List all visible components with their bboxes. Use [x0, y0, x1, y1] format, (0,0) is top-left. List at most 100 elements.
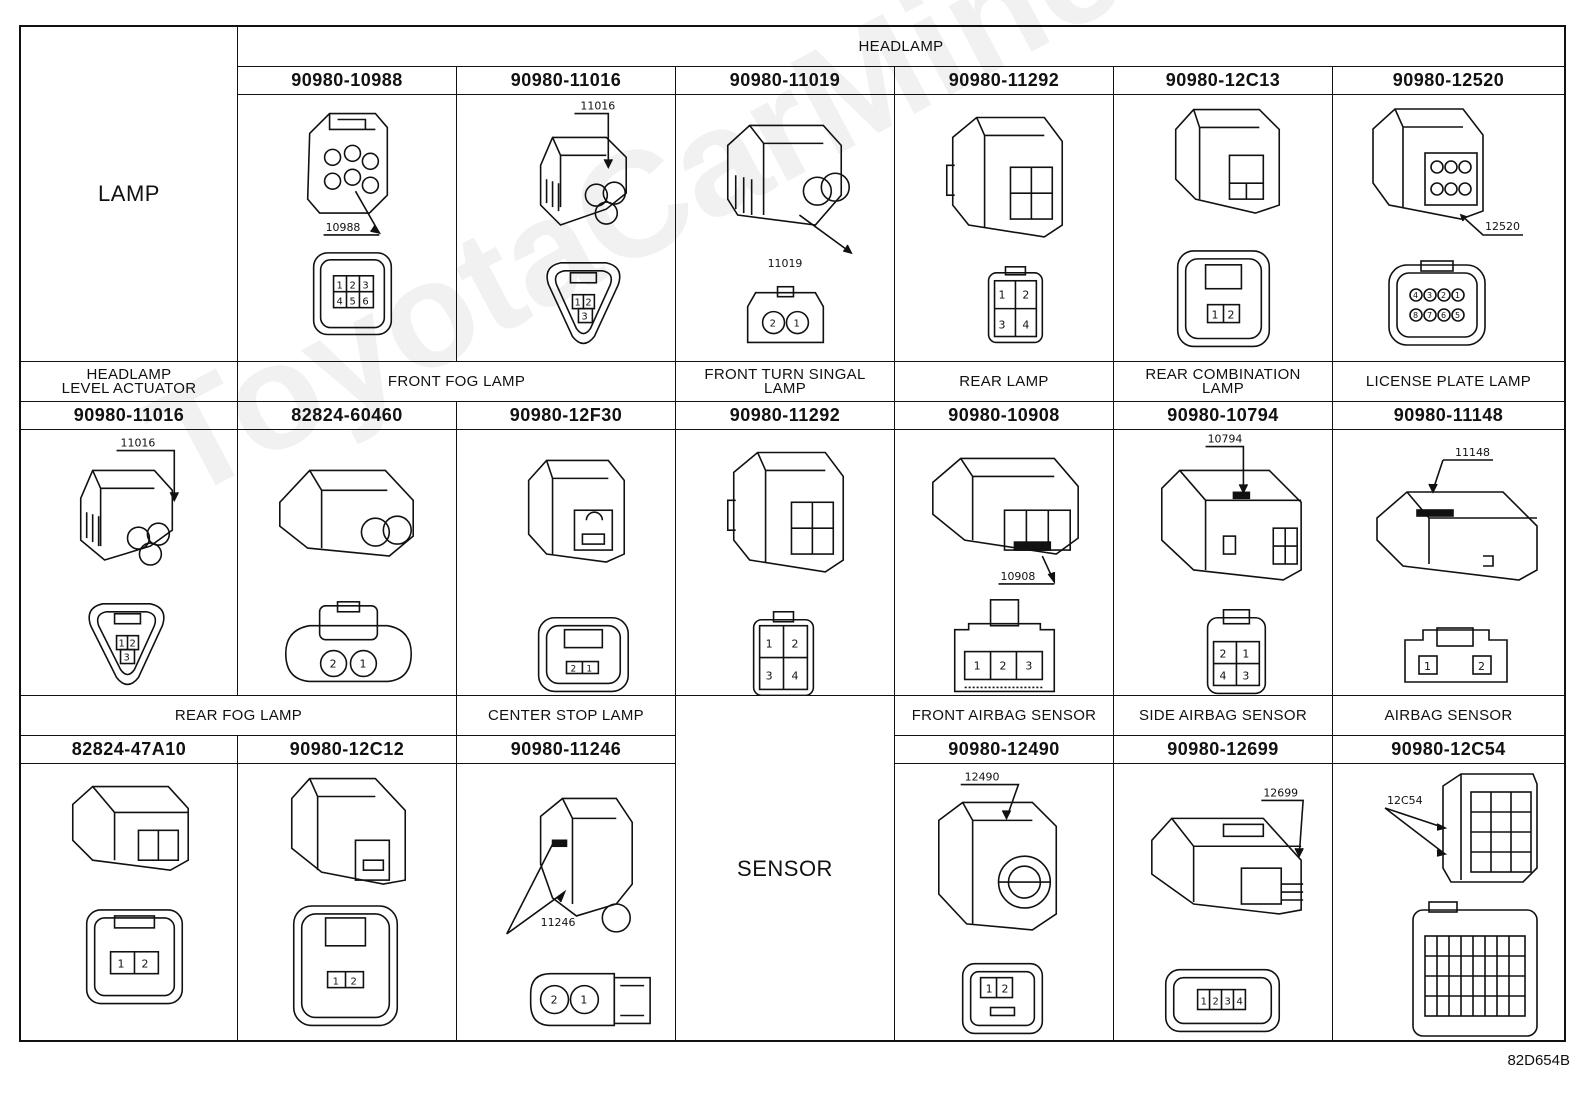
callout-label: 11148: [1455, 446, 1490, 459]
connector-diagram: 11148 1 2: [1333, 430, 1564, 696]
svg-text:2: 2: [1441, 291, 1446, 300]
connector-diagram: 12C54: [1333, 764, 1564, 1042]
part-number: 82824-47A10: [21, 736, 238, 764]
connector-diagram: 11019 2 1: [676, 95, 895, 362]
connector-diagram: 10908 1 2 3: [895, 430, 1114, 696]
pin-face-icon: [546, 262, 621, 345]
connector-housing-icon: [951, 116, 1064, 238]
connector-housing-icon: [932, 457, 1079, 555]
connector-housing-icon: [79, 469, 174, 561]
pin-face-icon: [85, 909, 184, 1005]
callout-label: 11019: [768, 257, 803, 270]
svg-text:4: 4: [791, 669, 798, 682]
part-number: 90980-12520: [1333, 67, 1564, 95]
part-number: 90980-12490: [895, 736, 1114, 764]
svg-text:4: 4: [1022, 319, 1029, 332]
svg-text:1: 1: [1212, 309, 1219, 322]
pin-face-icon: [746, 291, 825, 344]
lamp-section-label: LAMP: [21, 27, 238, 362]
callout-label: 10988: [326, 221, 361, 234]
diagram-reference-code: 82D654B: [1507, 1052, 1570, 1069]
connector-diagram: 1 2 3 4: [895, 95, 1114, 362]
callout-label: 12699: [1263, 786, 1298, 799]
svg-text:2: 2: [585, 298, 591, 309]
pin-face-icon: [1388, 264, 1486, 346]
front-turn-signal-lamp-header: FRONT TURN SINGAL LAMP: [676, 362, 895, 402]
svg-text:2: 2: [129, 639, 135, 650]
connector-housing-icon: [1442, 773, 1538, 883]
svg-text:1: 1: [766, 638, 773, 651]
svg-text:2: 2: [1220, 648, 1227, 661]
svg-text:4: 4: [1413, 291, 1418, 300]
connector-diagram: 10794 2 1 4 3: [1114, 430, 1333, 696]
svg-text:6: 6: [362, 297, 368, 308]
connector-diagram: 12520 4 3 2 1 8 7 6 5: [1333, 95, 1564, 362]
part-number: 90980-10794: [1114, 402, 1333, 430]
pin-face-icon: [88, 603, 165, 686]
svg-text:1: 1: [999, 289, 1006, 302]
callout-label: 11246: [541, 916, 576, 929]
svg-text:1: 1: [1242, 648, 1249, 661]
headlamp-level-actuator-header: HEADLAMP LEVEL ACTUATOR: [21, 362, 238, 402]
connector-housing-icon: [71, 785, 190, 871]
connector-chart: LAMP HEADLAMP 90980-10988 90980-11016 90…: [19, 25, 1566, 1042]
rear-lamp-header: REAR LAMP: [895, 362, 1114, 402]
connector-diagram: 11016 1 2 3: [21, 430, 238, 696]
svg-text:1: 1: [1455, 291, 1460, 300]
svg-text:1: 1: [574, 298, 580, 309]
svg-text:2: 2: [570, 665, 576, 675]
rear-fog-lamp-header: REAR FOG LAMP: [21, 696, 457, 736]
connector-diagram: 1 2: [21, 764, 238, 1042]
connector-housing-icon: [938, 801, 1058, 931]
callout-label: 12490: [965, 771, 1000, 784]
connector-diagram: 2 1: [238, 430, 457, 696]
connector-housing-icon: [732, 451, 845, 573]
svg-text:3: 3: [1427, 291, 1432, 300]
callout-label: 10794: [1208, 433, 1243, 446]
svg-text:2: 2: [141, 958, 148, 971]
part-number: 90980-11016: [21, 402, 238, 430]
connector-housing-icon: [539, 136, 628, 226]
callout-label: 12520: [1485, 220, 1520, 233]
svg-text:1: 1: [337, 281, 343, 292]
pin-face-icon: [292, 905, 399, 1027]
svg-text:2: 2: [1478, 660, 1485, 673]
part-number: 90980-11292: [676, 402, 895, 430]
connector-diagram: 10988 1 2 3 4 5 6: [238, 95, 457, 362]
svg-text:1: 1: [118, 958, 125, 971]
svg-text:1: 1: [580, 994, 587, 1007]
svg-text:5: 5: [1455, 311, 1460, 320]
connector-diagram: 1 2 3 4: [676, 430, 895, 696]
connector-diagram: 11016 1 2 3: [457, 95, 676, 362]
svg-text:4: 4: [337, 297, 343, 308]
front-fog-lamp-header: FRONT FOG LAMP: [238, 362, 676, 402]
part-number: 90980-10988: [238, 67, 457, 95]
svg-text:1: 1: [119, 639, 125, 650]
connector-housing-icon: [1160, 469, 1302, 581]
pin-face-icon: [1164, 968, 1281, 1033]
part-number: 90980-12699: [1114, 736, 1333, 764]
pin-face-icon: [537, 616, 630, 693]
svg-text:2: 2: [770, 319, 776, 330]
connector-diagram: 2 1: [457, 430, 676, 696]
connector-diagram: 12490 1 2: [895, 764, 1114, 1042]
svg-text:3: 3: [1025, 660, 1032, 673]
svg-text:1: 1: [586, 665, 592, 675]
part-number: 90980-11246: [457, 736, 676, 764]
side-airbag-sensor-header: SIDE AIRBAG SENSOR: [1114, 696, 1333, 736]
connector-housing-icon: [1376, 491, 1538, 581]
svg-text:1: 1: [1201, 997, 1207, 1008]
part-number: 90980-11016: [457, 67, 676, 95]
svg-text:3: 3: [766, 669, 773, 682]
part-number: 90980-10908: [895, 402, 1114, 430]
pin-face-icon: [961, 962, 1044, 1035]
pin-face-icon: [953, 622, 1056, 693]
rear-combination-lamp-header: REAR COMBINATION LAMP: [1114, 362, 1333, 402]
pin-face-icon: [1404, 629, 1508, 683]
connector-diagram: 1 2: [1114, 95, 1333, 362]
svg-text:3: 3: [362, 281, 368, 292]
airbag-sensor-header: AIRBAG SENSOR: [1333, 696, 1564, 736]
svg-text:2: 2: [1213, 997, 1219, 1008]
svg-text:2: 2: [791, 638, 798, 651]
part-number: 90980-11292: [895, 67, 1114, 95]
